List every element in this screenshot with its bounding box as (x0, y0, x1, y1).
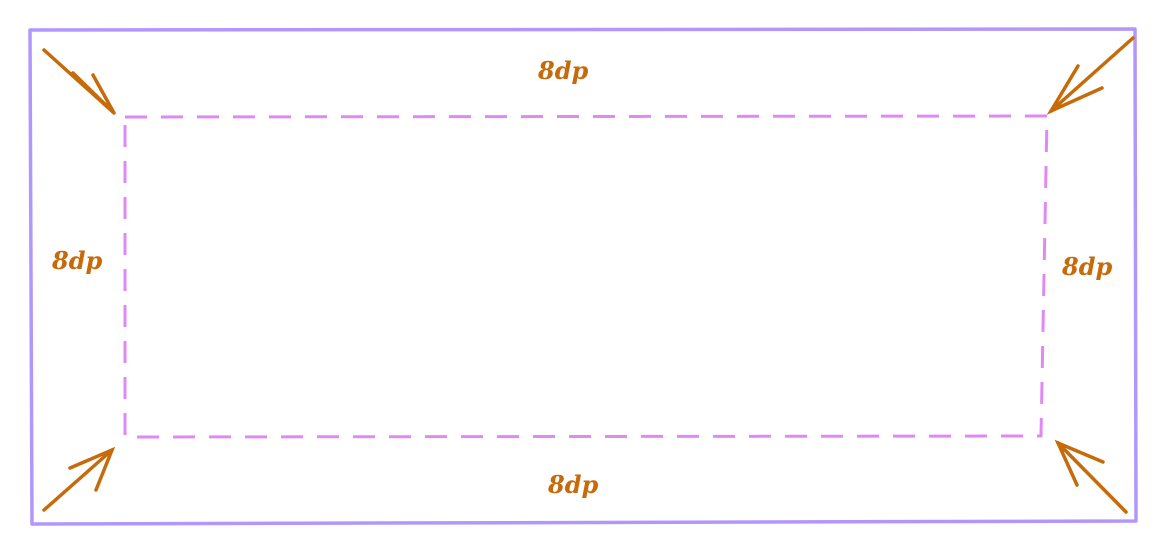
arrow-bottom-left (42, 446, 116, 512)
top-padding-label: 8dp (538, 56, 589, 85)
arrow-top-right (1046, 36, 1135, 115)
bottom-padding-label: 8dp (548, 470, 599, 499)
left-padding-label: 8dp (52, 246, 103, 275)
arrow-bottom-right (1054, 439, 1128, 514)
inner-padding-rect (123, 114, 1049, 439)
outer-container-rect (28, 27, 1138, 526)
arrow-top-left (42, 48, 116, 115)
right-padding-label: 8dp (1062, 252, 1113, 281)
